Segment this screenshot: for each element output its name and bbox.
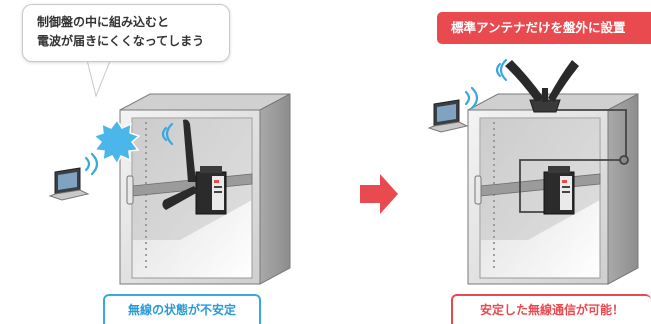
- external-antenna-icon: [505, 60, 579, 113]
- wifi-waves-icon-antenna: [495, 58, 508, 82]
- bubble-text-line-1: 制御盤の中に組み込むと: [37, 15, 170, 29]
- antenna-icon-left: [162, 119, 198, 210]
- signal-interference-icon: [92, 118, 141, 166]
- bubble-text-line-2: 電波が届きにくくなってしまう: [37, 34, 205, 48]
- speech-bubble: 制御盤の中に組み込むと 電波が届きにくくなってしまう: [22, 4, 230, 62]
- status-label-stable: 安定した無線通信が可能！: [451, 294, 651, 324]
- laptop-icon-left: [48, 167, 90, 201]
- wifi-waves-icon-laptop-right: [464, 86, 479, 110]
- transition-arrow-icon: [360, 174, 398, 214]
- antenna-cable: [519, 109, 629, 213]
- laptop-icon-right: [427, 99, 469, 133]
- status-label-unstable: 無線の状態が不安定: [103, 294, 261, 324]
- solution-banner: 標準アンテナだけを盤外に設置: [437, 12, 651, 44]
- wireless-router-device-right: [543, 166, 575, 215]
- wifi-waves-icon-laptop-left: [84, 152, 99, 176]
- wireless-router-device-left: [195, 166, 227, 215]
- wifi-waves-icon-inner-left: [161, 122, 174, 146]
